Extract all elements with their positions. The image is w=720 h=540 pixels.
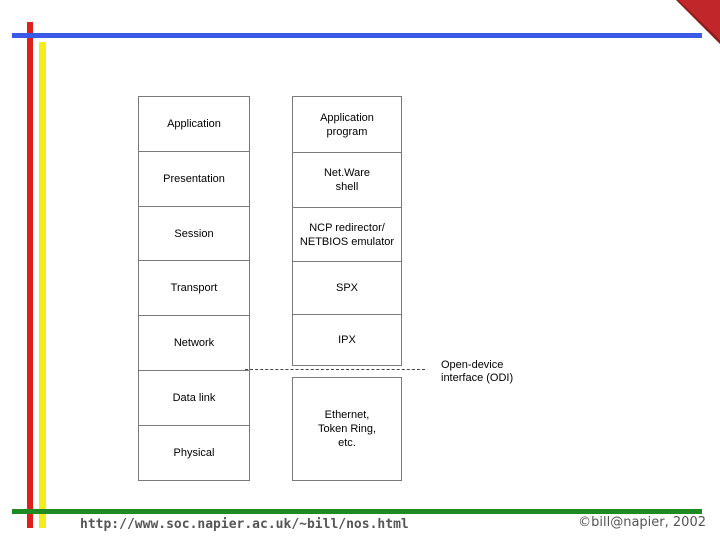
- footer-copyright: ©bill@napier, 2002: [578, 515, 706, 530]
- red-vertical-bar: [27, 22, 33, 528]
- osi-layer-session: Session: [139, 207, 249, 261]
- osi-layer-network: Network: [139, 316, 249, 371]
- blue-horizontal-bar: [12, 33, 702, 38]
- osi-layer-transport: Transport: [139, 261, 249, 316]
- osi-layer-application: Application: [139, 97, 249, 152]
- osi-model-stack: Application Presentation Session Transpo…: [138, 96, 250, 481]
- netware-layer-ipx: IPX: [338, 334, 356, 346]
- netware-layer-ncp-redirector: NCP redirector/ NETBIOS emulator: [293, 208, 401, 262]
- green-horizontal-bar: [12, 509, 702, 514]
- netware-layer-shell: Net.Ware shell: [293, 153, 401, 208]
- netware-stack: Application program Net.Ware shell NCP r…: [292, 96, 402, 366]
- netware-layer-spx: SPX: [293, 262, 401, 315]
- odi-hardware-box: Ethernet, Token Ring, etc.: [292, 377, 402, 481]
- yellow-vertical-bar: [39, 42, 46, 528]
- osi-layer-data-link: Data link: [139, 371, 249, 426]
- odi-dashed-line: [245, 369, 425, 370]
- odi-hardware-label: Ethernet, Token Ring, etc.: [317, 409, 377, 449]
- corner-triangle-icon: [676, 0, 720, 44]
- netware-layer-application-program: Application program: [293, 97, 401, 153]
- osi-layer-presentation: Presentation: [139, 152, 249, 207]
- osi-layer-physical: Physical: [173, 447, 215, 459]
- odi-label: Open-device interface (ODI): [441, 359, 514, 384]
- footer-url: http://www.soc.napier.ac.uk/~bill/nos.ht…: [80, 517, 409, 532]
